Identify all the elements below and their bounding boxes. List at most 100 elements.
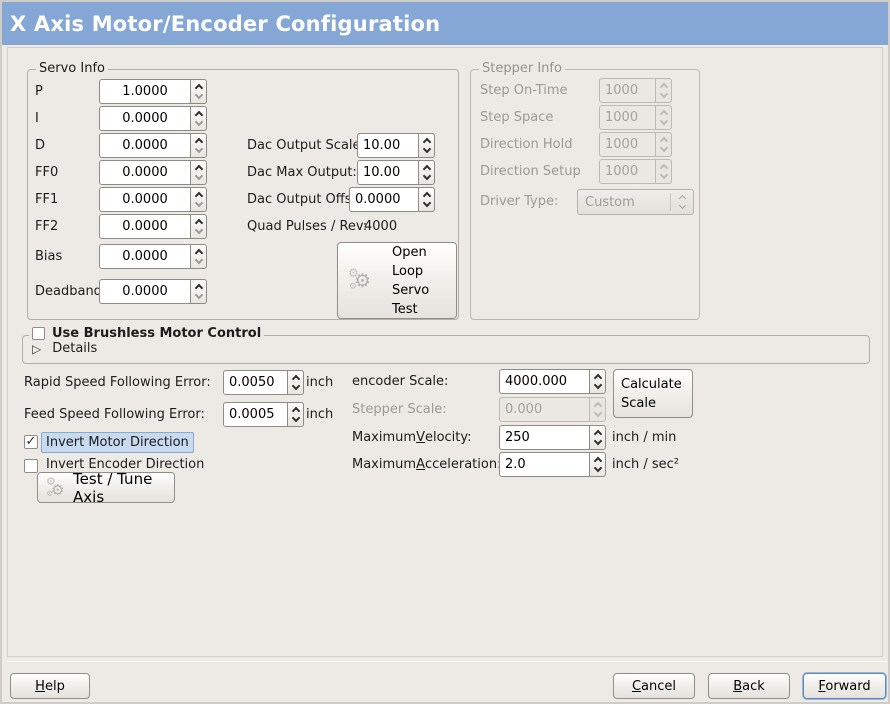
deadband-input[interactable] [99,279,190,304]
encoder-scale-input[interactable] [499,369,589,394]
spin-down-icon[interactable] [194,256,203,265]
direction-setup-label: Direction Setup [480,164,581,179]
i-input[interactable] [99,106,190,131]
calculate-scale-button[interactable]: Calculate Scale [613,369,693,418]
servo-info-frame: Servo Info [27,61,459,320]
spin-down-icon[interactable] [593,464,602,473]
spin-down-icon[interactable] [422,145,431,154]
direction-setup-spinbox [599,159,672,184]
direction-hold-label: Direction Hold [480,137,573,152]
i-spinner[interactable] [190,106,207,131]
spin-down-icon[interactable] [194,199,203,208]
ff1-label: FF1 [35,192,59,207]
back-button-label: Back [733,678,765,694]
details-label: Details [52,341,98,356]
test-tune-axis-button[interactable]: ⚙ ⚙ ⚙ Test / Tune Axis [37,470,175,506]
spin-down-icon [593,409,602,418]
step-space-input [599,105,655,130]
dac-output-scale-spinner[interactable] [418,133,435,158]
d-input[interactable] [99,133,190,158]
d-spinner[interactable] [190,133,207,158]
encoder-scale-spinner[interactable] [589,369,606,394]
quad-pulses-value: 4000 [364,219,398,234]
invert-encoder-label[interactable]: Invert Encoder Direction [46,457,205,472]
feed-following-error-spinbox [223,402,304,427]
spin-down-icon[interactable] [291,414,300,423]
brushless-frame: Use Brushless Motor Control ▷ Details [22,326,870,364]
dac-output-offset-spinner[interactable] [418,187,435,212]
stepper-info-frame: Stepper Info [470,61,700,320]
spin-down-icon[interactable] [194,172,203,181]
max-velocity-spinner[interactable] [589,425,606,450]
step-on-time-input [599,78,655,103]
spin-down-icon[interactable] [422,199,431,208]
forward-button[interactable]: Forward [803,673,886,699]
ff0-spinbox [99,160,207,185]
bias-spinner[interactable] [190,244,207,269]
p-spinbox [99,79,207,104]
footer-divider [7,661,887,662]
rapid-following-error-spinner[interactable] [287,370,304,395]
help-button[interactable]: Help [10,673,90,699]
p-input[interactable] [99,79,190,104]
ff1-spinner[interactable] [190,187,207,212]
dac-output-scale-spinbox [357,133,435,158]
ff0-input[interactable] [99,160,190,185]
ff1-input[interactable] [99,187,190,212]
details-expander[interactable]: ▷ Details [32,341,97,356]
max-accel-spinner[interactable] [589,452,606,477]
dac-max-output-input[interactable] [357,160,418,185]
ff2-input[interactable] [99,214,190,239]
feed-following-error-input[interactable] [223,402,287,427]
cancel-button[interactable]: Cancel [613,673,695,699]
spin-down-icon[interactable] [291,382,300,391]
spin-down-icon [659,144,668,153]
back-button[interactable]: Back [708,673,790,699]
deadband-label: Deadband [35,284,102,299]
max-velocity-input[interactable] [499,425,589,450]
dac-output-offset-spinbox [349,187,435,212]
step-on-time-label: Step On-Time [480,83,568,98]
spin-down-icon [659,171,668,180]
p-spinner[interactable] [190,79,207,104]
spin-down-icon[interactable] [422,172,431,181]
spin-down-icon[interactable] [194,226,203,235]
bias-spinbox [99,244,207,269]
ff2-spinner[interactable] [190,214,207,239]
step-on-time-spinbox [599,78,672,103]
expander-arrow-icon[interactable]: ▷ [32,341,42,356]
gears-icon: ⚙ ⚙ ⚙ [46,474,65,499]
max-accel-input[interactable] [499,452,589,477]
open-loop-servo-test-button[interactable]: ⚙ ⚙ ⚙ Open Loop Servo Test [337,242,457,319]
invert-encoder-checkbox[interactable] [24,459,38,473]
stepper-scale-spinbox [499,397,606,422]
dac-output-offset-input[interactable] [349,187,418,212]
title-banner: X Axis Motor/Encoder Configuration [2,2,888,45]
max-velocity-spinbox [499,425,606,450]
bias-input[interactable] [99,244,190,269]
bias-label: Bias [35,249,63,264]
ff0-spinner[interactable] [190,160,207,185]
feed-following-error-spinner[interactable] [287,402,304,427]
spin-down-icon[interactable] [593,437,602,446]
spin-down-icon[interactable] [194,145,203,154]
rapid-following-error-spinbox [223,370,304,395]
spin-down-icon[interactable] [593,381,602,390]
rapid-following-error-input[interactable] [223,370,287,395]
stepper-scale-spinner [589,397,606,422]
spin-down-icon[interactable] [194,118,203,127]
spin-down-icon[interactable] [194,291,203,300]
use-brushless-checkbox[interactable] [32,327,45,340]
deadband-spinner[interactable] [190,279,207,304]
ff2-label: FF2 [35,219,59,234]
dac-max-output-spinner[interactable] [418,160,435,185]
dac-output-scale-input[interactable] [357,133,418,158]
d-spinbox [99,133,207,158]
use-brushless-label: Use Brushless Motor Control [52,326,262,341]
invert-motor-checkbox[interactable]: ✓ [24,435,38,449]
spin-down-icon[interactable] [194,91,203,100]
max-accel-unit: inch / sec² [612,457,680,472]
invert-motor-label[interactable]: Invert Motor Direction [41,432,194,453]
